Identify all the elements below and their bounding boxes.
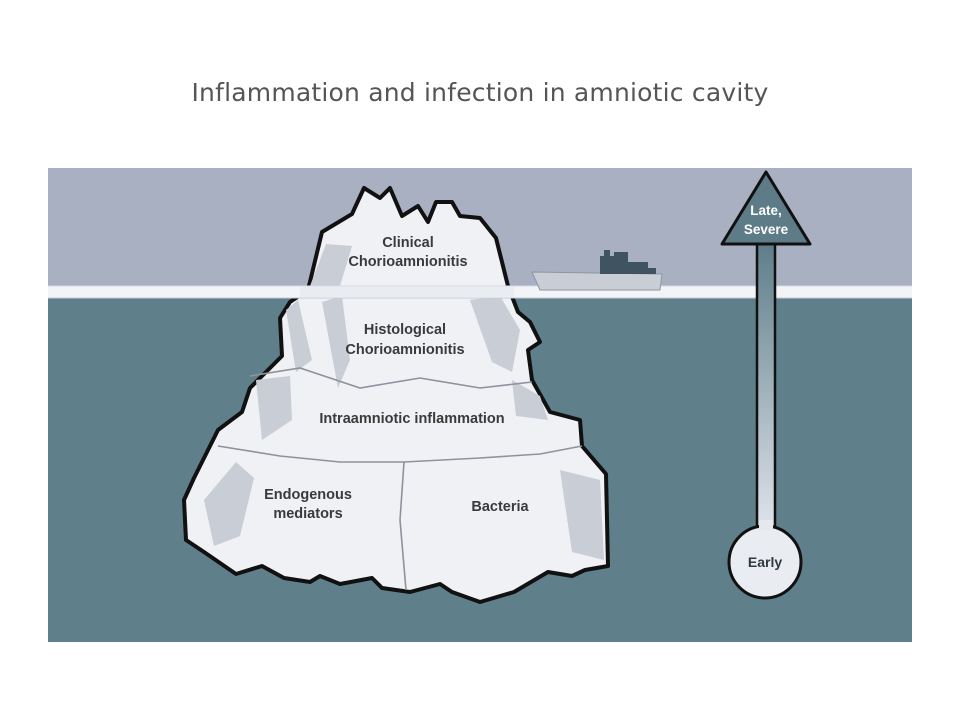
- ice-shadow: [310, 244, 352, 286]
- page-title: Inflammation and infection in amniotic c…: [191, 78, 769, 107]
- label-histological: Histological: [364, 322, 446, 338]
- ice-shadow: [560, 470, 604, 560]
- label-bacteria: Bacteria: [471, 499, 529, 515]
- label-intraamniotic: Intraamniotic inflammation: [319, 411, 504, 427]
- label-endogenous-2: mediators: [273, 506, 342, 522]
- label-clinical-2: Chorioamnionitis: [348, 254, 467, 270]
- layer-divider: [249, 367, 533, 389]
- ice-shadow: [286, 300, 312, 372]
- arrow-shaft: [755, 238, 777, 536]
- label-early: Early: [748, 554, 782, 570]
- ice-shadow: [470, 296, 520, 372]
- label-endogenous: Endogenous: [264, 487, 352, 503]
- arrow-head: [720, 170, 812, 246]
- ice-shadow: [322, 296, 350, 388]
- ship-icon: [531, 250, 663, 291]
- ice-shadow: [256, 376, 292, 440]
- label-severe: Severe: [744, 222, 789, 237]
- ice-at-waterline: [300, 286, 514, 298]
- label-late: Late,: [750, 203, 782, 218]
- label-clinical: Clinical: [382, 235, 434, 251]
- layer-divider: [399, 461, 407, 591]
- ice-shadow: [204, 462, 254, 546]
- ice-shadow: [512, 380, 548, 420]
- label-histological-2: Chorioamnionitis: [345, 342, 464, 358]
- severity-arrow: Late, Severe Early: [720, 170, 812, 600]
